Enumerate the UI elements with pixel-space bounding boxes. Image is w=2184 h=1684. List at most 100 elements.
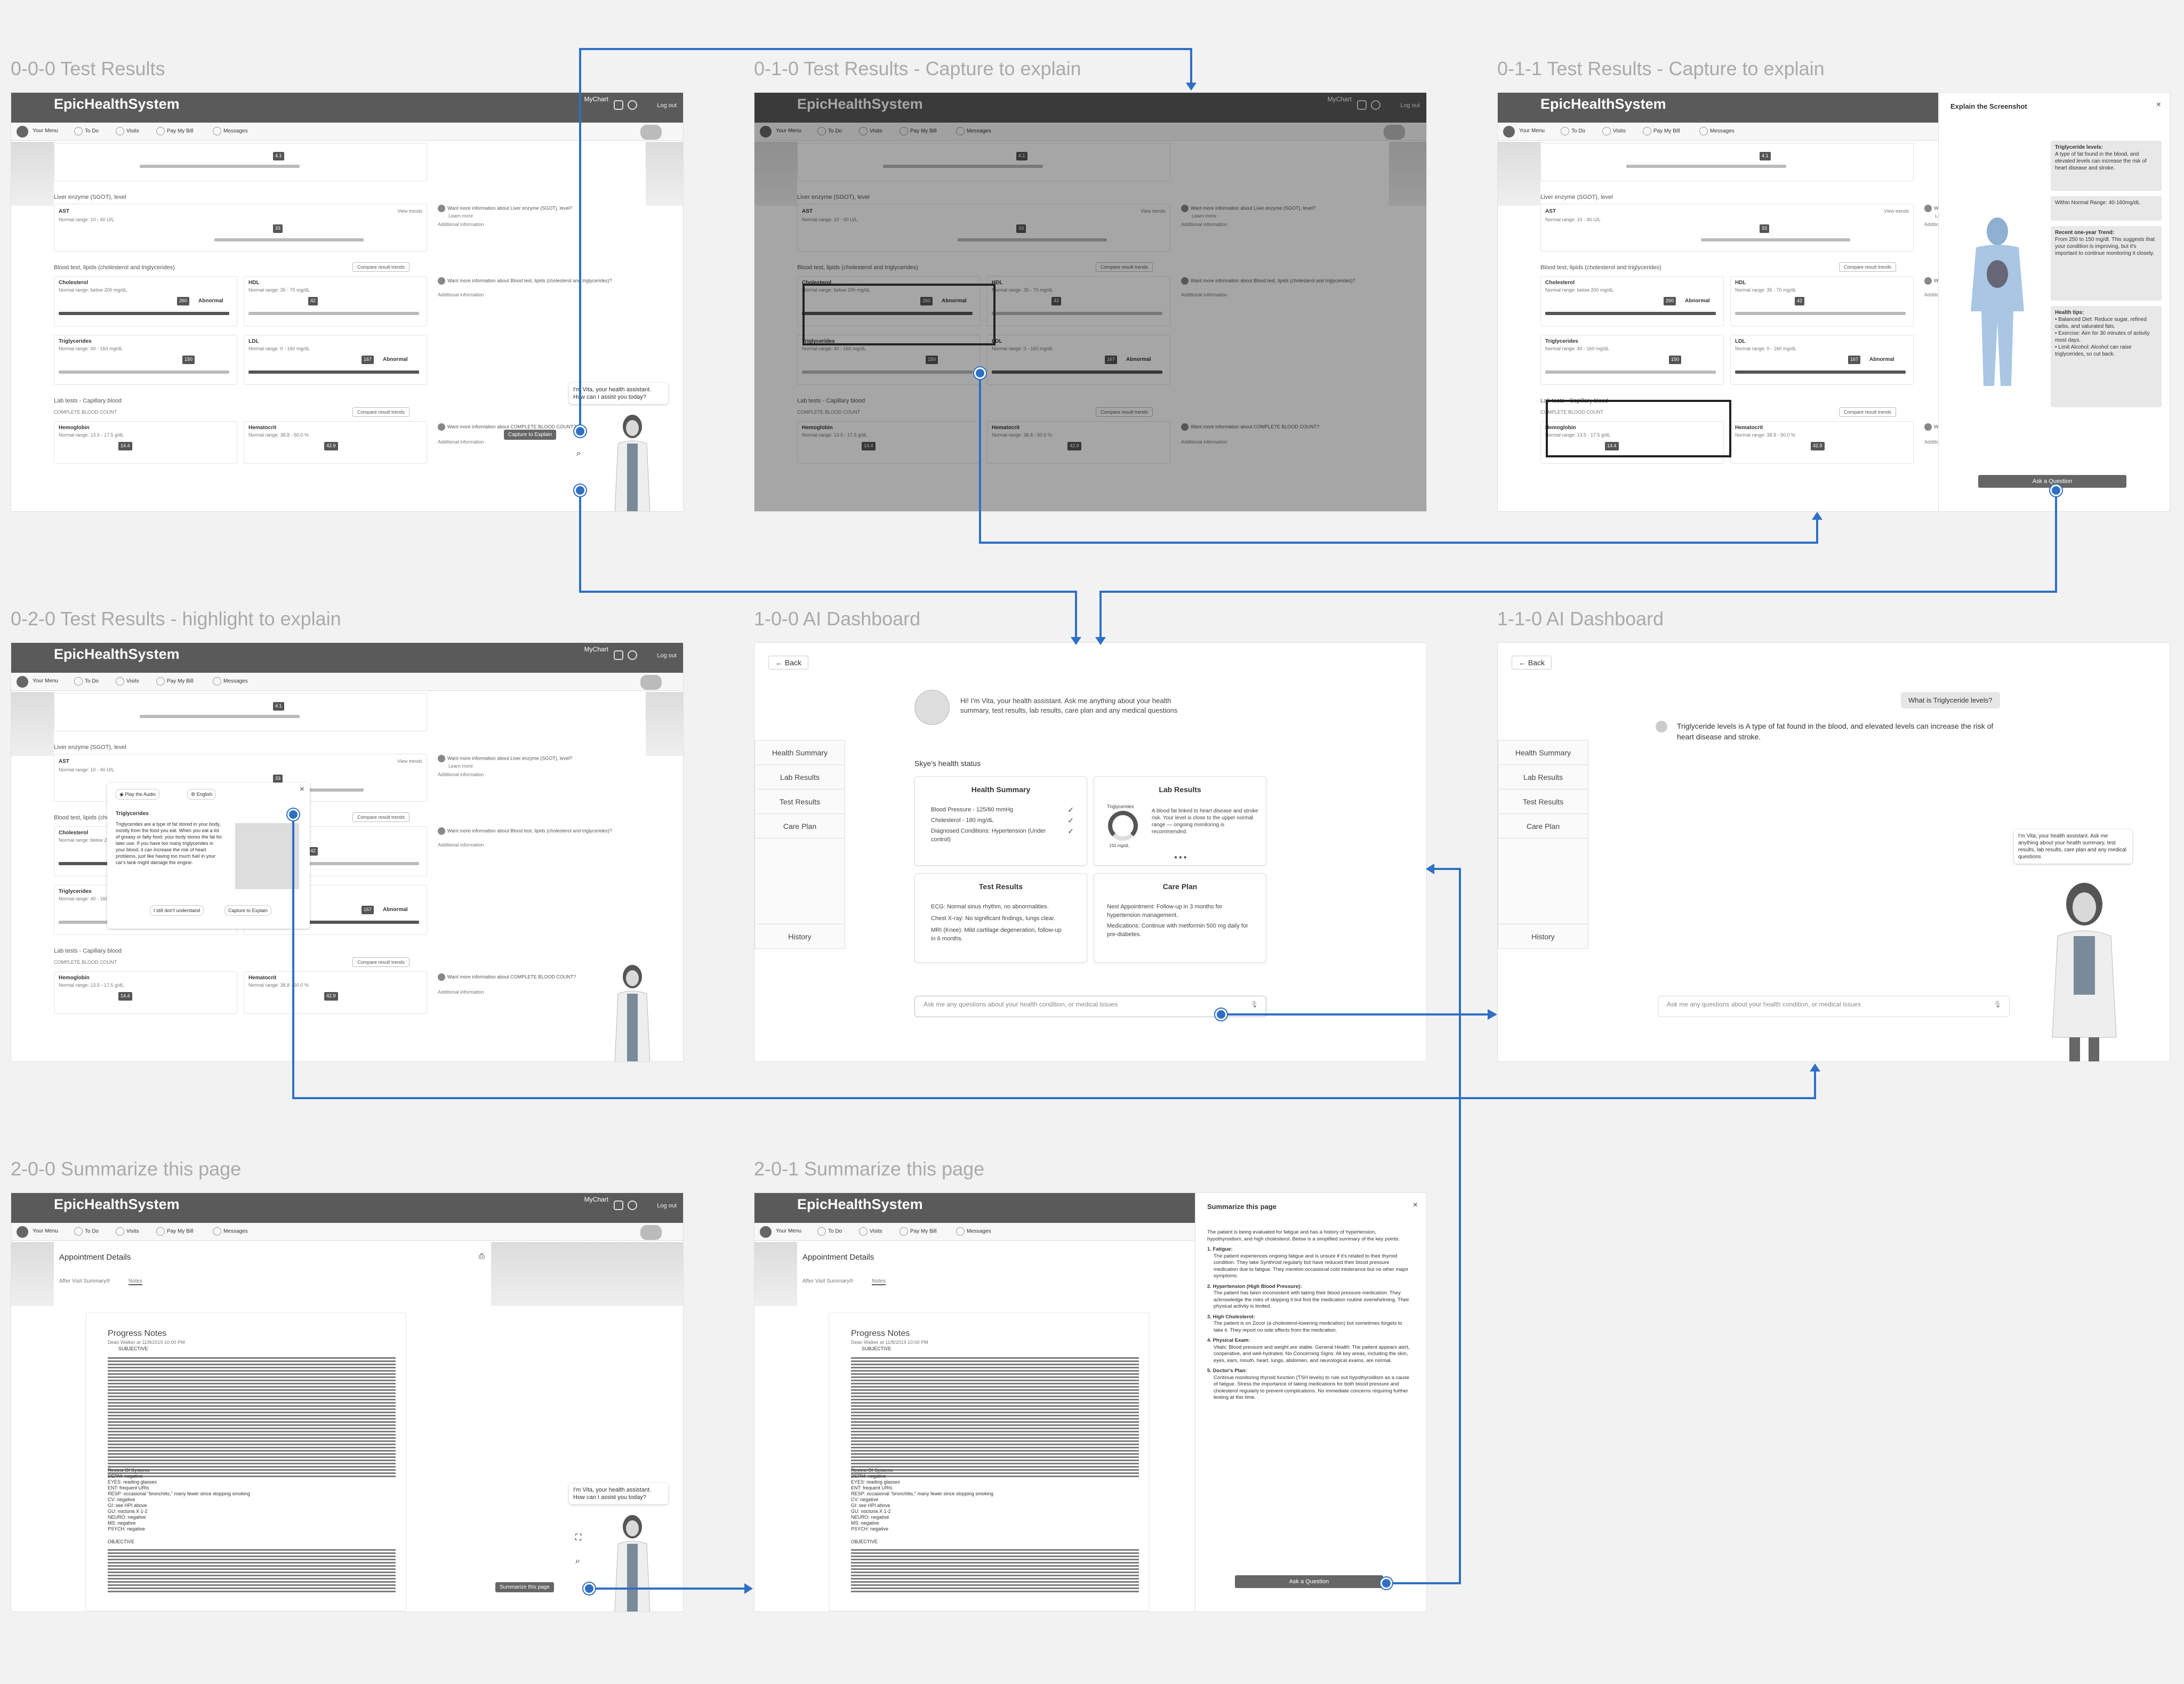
nav-todo[interactable]: To Do xyxy=(1561,127,1585,135)
additional-info[interactable]: Additional information xyxy=(1181,222,1227,227)
lab-results-card[interactable]: Lab Results Triglycerides 150 mg/dL A bl… xyxy=(1094,776,1266,866)
nav-messages[interactable]: Messages xyxy=(1699,127,1735,135)
nav-health-summary[interactable]: Health Summary xyxy=(755,740,845,765)
user-avatar[interactable] xyxy=(1384,125,1405,140)
learn-more-link[interactable]: Learn more xyxy=(1192,213,1217,219)
play-audio-button[interactable]: ◉ Play the Audio xyxy=(116,789,159,800)
compare-trends-button[interactable]: Compare result trends xyxy=(352,957,410,967)
info-question[interactable]: Want more information about Blood test, … xyxy=(438,277,612,285)
nav-visits[interactable]: Visits xyxy=(116,127,139,135)
portal-logo[interactable]: EpicHealthSystem xyxy=(54,646,180,662)
back-button[interactable]: ← Back xyxy=(1512,656,1552,670)
compare-trends-button[interactable]: Compare result trends xyxy=(1839,407,1897,417)
logout-link[interactable]: Log out xyxy=(657,652,677,659)
notification-icon[interactable] xyxy=(614,100,623,110)
notification-icon[interactable] xyxy=(614,1200,623,1210)
mic-icon[interactable]: 🎙 xyxy=(1993,1001,2002,1008)
compare-trends-button[interactable]: Compare result trends xyxy=(1839,262,1897,272)
tab-after-visit[interactable]: After Visit Summary® xyxy=(802,1278,854,1284)
portal-logo[interactable]: EpicHealthSystem xyxy=(1540,96,1666,112)
nav-lab-results[interactable]: Lab Results xyxy=(755,765,845,789)
tab-notes[interactable]: Notes xyxy=(872,1278,886,1285)
info-question[interactable]: Want more information about Liver enzyme… xyxy=(438,205,572,212)
health-summary-card[interactable]: Health Summary Blood Pressure - 125/80 m… xyxy=(914,776,1087,866)
hematocrit-card[interactable]: Hematocrit Normal range: 38.8 - 50.0 % 4… xyxy=(1730,421,1914,464)
ask-input[interactable]: Ask me any questions about your health c… xyxy=(1658,996,2010,1017)
logout-link[interactable]: Log out xyxy=(657,102,677,109)
carousel-dots[interactable]: ● ● ● xyxy=(1174,855,1187,860)
test-results-card[interactable]: Test Results ECG: Normal sinus rhythm, n… xyxy=(914,873,1087,963)
nav-your-menu[interactable]: Your Menu xyxy=(1519,128,1545,134)
nav-history[interactable]: History xyxy=(1498,924,1588,948)
nav-test-results[interactable]: Test Results xyxy=(755,789,845,814)
notification-icon[interactable] xyxy=(614,650,623,660)
close-icon[interactable]: × xyxy=(2156,100,2161,109)
settings-icon[interactable] xyxy=(628,1200,637,1210)
nav-todo[interactable]: To Do xyxy=(74,677,99,686)
user-avatar[interactable] xyxy=(640,125,662,140)
view-trends-link[interactable]: View trends xyxy=(397,208,422,214)
close-icon[interactable]: × xyxy=(1412,1200,1418,1210)
ask-question-button[interactable]: Ask a Question xyxy=(1235,1575,1383,1588)
hemoglobin-card[interactable]: Hemoglobin Normal range: 13.5 - 17.5 g/d… xyxy=(54,971,237,1014)
menu-icon[interactable] xyxy=(1503,126,1515,138)
nav-visits[interactable]: Visits xyxy=(116,1227,139,1236)
notification-icon[interactable] xyxy=(1357,100,1367,110)
nav-your-menu[interactable]: Your Menu xyxy=(33,128,58,134)
mic-icon[interactable]: 🎙 xyxy=(1250,1001,1258,1008)
cholesterol-card[interactable]: Cholesterol Normal range: below 200 mg/d… xyxy=(54,276,237,326)
settings-icon[interactable] xyxy=(1371,100,1380,110)
portal-logo[interactable]: EpicHealthSystem xyxy=(797,1196,923,1212)
nav-pay-bill[interactable]: Pay My Bill xyxy=(156,1227,193,1236)
hdl-card[interactable]: HDL Normal range: 35 - 70 mg/dL 42 xyxy=(244,276,427,326)
settings-icon[interactable] xyxy=(628,100,637,110)
additional-info[interactable]: Additional information xyxy=(438,292,484,297)
triglycerides-card[interactable]: Triglycerides Normal range: 40 - 160 mg/… xyxy=(1540,335,1724,385)
nav-care-plan[interactable]: Care Plan xyxy=(1498,814,1588,839)
nav-care-plan[interactable]: Care Plan xyxy=(755,814,845,839)
print-icon[interactable]: ⎙ xyxy=(478,1252,485,1260)
nav-pay-bill[interactable]: Pay My Bill xyxy=(1643,127,1680,135)
additional-info[interactable]: Additional information xyxy=(438,842,484,848)
additional-info[interactable]: Additional information xyxy=(438,772,484,777)
logout-link[interactable]: Log out xyxy=(657,1203,677,1209)
capture-explain-button[interactable]: Capture to Explain xyxy=(224,905,272,916)
nav-todo[interactable]: To Do xyxy=(74,1227,99,1236)
nav-history[interactable]: History xyxy=(755,924,845,948)
learn-more-link[interactable]: Learn more xyxy=(448,213,473,219)
close-icon[interactable]: × xyxy=(299,785,304,794)
nav-todo[interactable]: To Do xyxy=(74,127,99,135)
search-icon[interactable]: ⌕ xyxy=(575,1557,580,1566)
menu-icon[interactable] xyxy=(17,126,28,138)
nav-todo[interactable]: To Do xyxy=(817,1227,842,1236)
hematocrit-card[interactable]: Hematocrit Normal range: 38.8 - 50.0 % 4… xyxy=(244,421,427,464)
info-question[interactable]: Want more information about Liver enzyme… xyxy=(438,755,572,762)
menu-icon[interactable] xyxy=(760,1226,772,1238)
additional-info[interactable]: Additional information xyxy=(438,439,484,445)
nav-visits[interactable]: Visits xyxy=(1602,127,1626,135)
compare-trends-button[interactable]: Compare result trends xyxy=(352,812,410,822)
nav-messages[interactable]: Messages xyxy=(213,677,248,686)
menu-icon[interactable] xyxy=(17,676,28,688)
language-select[interactable]: ⚙ English xyxy=(187,789,216,800)
additional-info[interactable]: Additional information xyxy=(1181,292,1227,297)
ask-input[interactable]: Ask me any questions about your health c… xyxy=(914,996,1266,1017)
info-question[interactable]: Want more information about Blood test, … xyxy=(438,827,612,835)
triglycerides-card[interactable]: Triglycerides Normal range: 40 - 160 mg/… xyxy=(54,335,237,385)
settings-icon[interactable] xyxy=(628,650,637,660)
additional-info[interactable]: Additional information xyxy=(438,222,484,227)
compare-trends-button[interactable]: Compare result trends xyxy=(352,262,410,272)
view-trends-link[interactable]: View trends xyxy=(1884,208,1909,214)
nav-your-menu[interactable]: Your Menu xyxy=(776,1228,801,1234)
nav-messages[interactable]: Messages xyxy=(213,1227,248,1236)
nav-your-menu[interactable]: Your Menu xyxy=(33,1228,58,1234)
tab-after-visit[interactable]: After Visit Summary® xyxy=(59,1278,110,1284)
nav-pay-bill[interactable]: Pay My Bill xyxy=(900,1227,936,1236)
info-question[interactable]: Want more information about COMPLETE BLO… xyxy=(438,423,576,431)
view-trends-link[interactable]: View trends xyxy=(397,759,422,764)
logout-link[interactable]: Log out xyxy=(1400,102,1420,109)
nav-messages[interactable]: Messages xyxy=(213,127,248,135)
ldl-card[interactable]: LDL Normal range: 0 - 160 mg/dL 167 Abno… xyxy=(1730,335,1914,385)
nav-test-results[interactable]: Test Results xyxy=(1498,789,1588,814)
nav-visits[interactable]: Visits xyxy=(116,677,139,686)
